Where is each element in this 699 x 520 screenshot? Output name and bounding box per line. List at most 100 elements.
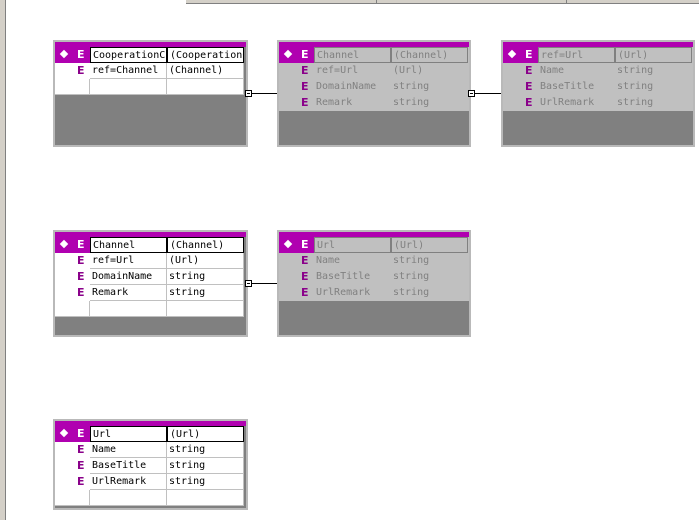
element-name-cell[interactable]: Remark xyxy=(90,285,167,301)
element-type-cell[interactable]: string xyxy=(393,97,430,108)
collapse-diamond-icon[interactable] xyxy=(59,239,69,249)
element-name-cell[interactable]: BaseTitle xyxy=(540,81,595,92)
collapse-toggle-icon[interactable] xyxy=(245,280,252,287)
empty-row[interactable] xyxy=(55,490,246,506)
element-type-cell[interactable]: string xyxy=(393,271,430,282)
element-name-cell[interactable]: CooperationCh xyxy=(90,47,167,63)
element-name-cell[interactable]: Name xyxy=(540,65,565,76)
element-name-cell[interactable]: ref=Channel xyxy=(90,63,167,79)
empty-cell[interactable] xyxy=(167,79,244,95)
element-icon: E xyxy=(525,48,533,61)
element-name-cell[interactable]: UrlRemark xyxy=(540,97,595,108)
table-row[interactable]: E DomainName string xyxy=(279,79,469,95)
element-name-cell[interactable]: Name xyxy=(90,442,167,458)
element-name-cell[interactable]: UrlRemark xyxy=(316,287,371,298)
collapse-diamond-icon[interactable] xyxy=(283,49,293,59)
element-name-cell[interactable]: ref=Url xyxy=(316,65,359,76)
row-gutter xyxy=(55,79,90,95)
table-header-row[interactable]: E Channel (Channel) xyxy=(279,47,469,63)
element-name-cell[interactable]: ref=Url xyxy=(538,47,615,63)
collapse-toggle-icon[interactable] xyxy=(245,90,252,97)
table-url[interactable]: E Url (Url) E Name string E BaseTitle st… xyxy=(53,419,248,510)
element-type-cell[interactable]: string xyxy=(393,287,430,298)
collapse-diamond-icon[interactable] xyxy=(507,49,517,59)
element-type-cell[interactable]: (Url) xyxy=(615,47,692,63)
collapse-toggle-icon[interactable] xyxy=(468,90,475,97)
row-gutter: E xyxy=(279,63,314,79)
table-row[interactable]: E BaseTitle string xyxy=(279,269,469,285)
table-header-row[interactable]: E Channel (Channel) xyxy=(55,237,246,253)
element-name-cell[interactable]: Channel xyxy=(314,47,391,63)
element-icon: E xyxy=(77,475,85,488)
table-header-row[interactable]: E CooperationCh (CooperationC xyxy=(55,47,246,63)
element-type-cell[interactable]: string xyxy=(167,474,244,490)
table-row[interactable]: E Name string xyxy=(279,253,469,269)
table-header-row[interactable]: E ref=Url (Url) xyxy=(503,47,693,63)
table-url-ref[interactable]: E ref=Url (Url) E Name string E BaseTitl… xyxy=(501,40,695,147)
element-name-cell[interactable]: BaseTitle xyxy=(316,271,371,282)
element-type-cell[interactable]: (Channel) xyxy=(167,237,244,253)
table-row[interactable]: E BaseTitle string xyxy=(503,79,693,95)
element-name-cell[interactable]: Url xyxy=(314,237,391,253)
element-icon: E xyxy=(77,286,85,299)
table-row[interactable]: E ref=Url (Url) xyxy=(55,253,246,269)
table-row[interactable]: E Name string xyxy=(55,442,246,458)
element-type-cell[interactable]: string xyxy=(617,97,654,108)
element-type-cell[interactable]: (Url) xyxy=(391,237,468,253)
table-row[interactable]: E UrlRemark string xyxy=(55,474,246,490)
table-row[interactable]: E Remark string xyxy=(279,95,469,111)
collapse-diamond-icon[interactable] xyxy=(59,428,69,438)
row-gutter: E xyxy=(279,253,314,269)
element-type-cell[interactable]: string xyxy=(617,65,654,76)
element-name-cell[interactable]: UrlRemark xyxy=(90,474,167,490)
top-tab-separator xyxy=(376,0,377,3)
row-gutter: E xyxy=(55,63,90,79)
element-type-cell[interactable]: string xyxy=(167,269,244,285)
element-type-cell[interactable]: string xyxy=(167,285,244,301)
table-url-ref-middle[interactable]: E Url (Url) E Name string E BaseTitle st… xyxy=(277,230,471,337)
empty-cell[interactable] xyxy=(167,490,244,506)
element-type-cell[interactable]: (Url) xyxy=(167,253,244,269)
empty-cell[interactable] xyxy=(90,490,167,506)
element-type-cell[interactable]: string xyxy=(393,255,430,266)
table-channel[interactable]: E Channel (Channel) E ref=Url (Url) E Do… xyxy=(53,230,248,337)
empty-cell[interactable] xyxy=(90,301,167,317)
table-header-row[interactable]: E Url (Url) xyxy=(279,237,469,253)
table-row[interactable]: E ref=Url (Url) xyxy=(279,63,469,79)
element-type-cell[interactable]: (Url) xyxy=(167,426,244,442)
element-name-cell[interactable]: Name xyxy=(316,255,341,266)
element-name-cell[interactable]: DomainName xyxy=(316,81,377,92)
element-type-cell[interactable]: (Url) xyxy=(393,65,424,76)
element-type-cell[interactable]: (Channel) xyxy=(391,47,468,63)
element-name-cell[interactable]: Url xyxy=(90,426,167,442)
table-row[interactable]: E UrlRemark string xyxy=(503,95,693,111)
empty-row[interactable] xyxy=(55,301,246,317)
element-name-cell[interactable]: Remark xyxy=(316,97,353,108)
table-row[interactable]: E BaseTitle string xyxy=(55,458,246,474)
empty-row[interactable] xyxy=(55,79,246,95)
table-cooperationch[interactable]: E CooperationCh (CooperationC E ref=Chan… xyxy=(53,40,248,147)
table-row[interactable]: E Remark string xyxy=(55,285,246,301)
empty-cell[interactable] xyxy=(167,301,244,317)
element-type-cell[interactable]: string xyxy=(167,442,244,458)
empty-cell[interactable] xyxy=(90,79,167,95)
element-name-cell[interactable]: ref=Url xyxy=(90,253,167,269)
element-type-cell[interactable]: string xyxy=(167,458,244,474)
element-type-cell[interactable]: (Channel) xyxy=(167,63,244,79)
table-row[interactable]: E DomainName string xyxy=(55,269,246,285)
row-gutter: E xyxy=(55,47,90,63)
element-type-cell[interactable]: (CooperationC xyxy=(167,47,244,63)
collapse-diamond-icon[interactable] xyxy=(59,49,69,59)
table-channel-ref[interactable]: E Channel (Channel) E ref=Url (Url) E Do… xyxy=(277,40,471,147)
table-row[interactable]: E Name string xyxy=(503,63,693,79)
collapse-diamond-icon[interactable] xyxy=(283,239,293,249)
table-header-row[interactable]: E Url (Url) xyxy=(55,426,246,442)
element-name-cell[interactable]: DomainName xyxy=(90,269,167,285)
element-type-cell[interactable]: string xyxy=(617,81,654,92)
row-gutter: E xyxy=(279,47,314,63)
table-row[interactable]: E UrlRemark string xyxy=(279,285,469,301)
element-name-cell[interactable]: BaseTitle xyxy=(90,458,167,474)
table-row[interactable]: E ref=Channel (Channel) xyxy=(55,63,246,79)
element-type-cell[interactable]: string xyxy=(393,81,430,92)
element-name-cell[interactable]: Channel xyxy=(90,237,167,253)
